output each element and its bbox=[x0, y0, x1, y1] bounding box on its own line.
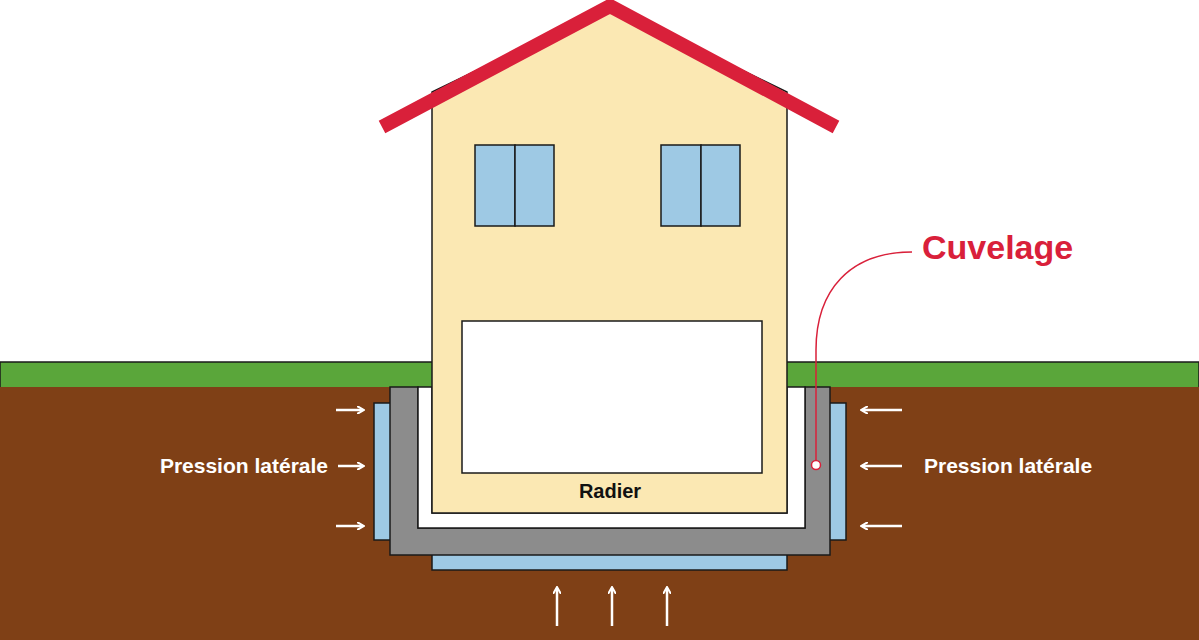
opening bbox=[462, 321, 762, 473]
house-body bbox=[432, 6, 787, 513]
leader-line bbox=[816, 252, 912, 460]
membrane-left bbox=[374, 403, 391, 540]
membrane-bottom bbox=[432, 554, 787, 570]
pressure-arrows bbox=[336, 410, 902, 626]
part-label: Radier bbox=[579, 480, 641, 502]
pressure-label: Pression latérale bbox=[160, 454, 328, 477]
pressure-label: Pression latérale bbox=[924, 454, 1092, 477]
windows bbox=[475, 145, 740, 226]
roof bbox=[382, 6, 836, 127]
leader-dot bbox=[812, 461, 821, 470]
callout-title: Cuvelage bbox=[922, 229, 1073, 266]
membrane-right bbox=[829, 403, 846, 540]
